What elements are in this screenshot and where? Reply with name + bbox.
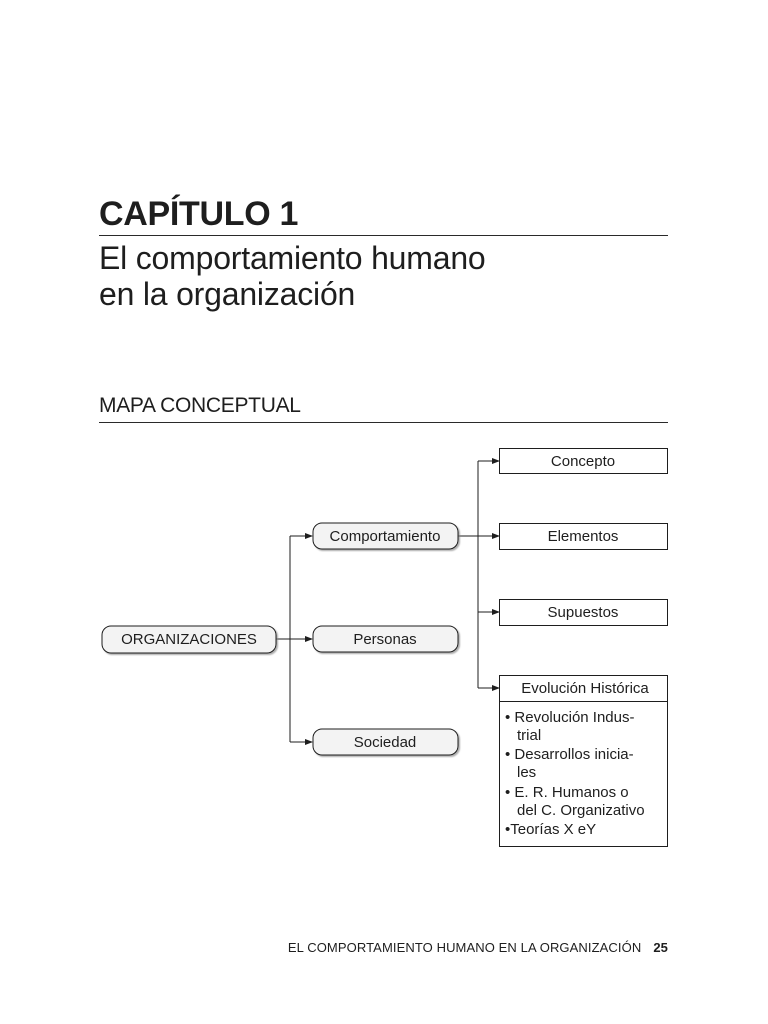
historic-item-4-line-1: •Teorías X eY — [505, 821, 596, 838]
node-concepto: Concepto — [499, 448, 668, 474]
chapter-title-line-2: en la organización — [99, 276, 356, 312]
section-rule — [99, 422, 668, 423]
node-organizaciones-label: ORGANIZACIONES — [121, 631, 257, 648]
connectors-comportamiento — [458, 458, 500, 691]
node-comportamiento-label: Comportamiento — [330, 528, 441, 545]
chapter-title-line-1: El comportamiento humano — [99, 240, 486, 276]
historic-item-3-line-1: • E. R. Humanos o — [505, 784, 629, 801]
node-organizaciones: ORGANIZACIONES — [101, 625, 277, 654]
node-sociedad: Sociedad — [312, 728, 459, 756]
historic-list-box: • Revolución Indus- trial • Desarrollos … — [499, 701, 668, 847]
chapter-rule — [99, 235, 668, 236]
historic-item-2-line-2: les — [517, 764, 536, 781]
chapter-label: CAPÍTULO 1 — [99, 195, 299, 233]
node-sociedad-label: Sociedad — [354, 734, 417, 751]
node-elementos-label: Elementos — [548, 528, 619, 545]
page-number: 25 — [653, 940, 668, 955]
node-supuestos: Supuestos — [499, 599, 668, 626]
node-personas-label: Personas — [353, 631, 416, 648]
chapter-title: El comportamiento humano en la organizac… — [99, 240, 486, 312]
historic-item-3-line-2: del C. Organizativo — [517, 802, 645, 819]
node-supuestos-label: Supuestos — [548, 604, 619, 621]
node-evolucion-historica: Evolución Histórica — [499, 675, 668, 702]
node-elementos: Elementos — [499, 523, 668, 550]
historic-item-1-line-1: • Revolución Indus- — [505, 709, 635, 726]
historic-item-2-line-1: • Desarrollos inicia- — [505, 746, 634, 763]
node-comportamiento: Comportamiento — [312, 522, 459, 550]
page-footer: EL COMPORTAMIENTO HUMANO EN LA ORGANIZAC… — [288, 940, 668, 955]
connectors-root — [276, 533, 313, 745]
running-title: EL COMPORTAMIENTO HUMANO EN LA ORGANIZAC… — [287, 940, 642, 955]
section-title: MAPA CONCEPTUAL — [99, 394, 301, 417]
node-concepto-label: Concepto — [551, 453, 615, 470]
historic-item-1-line-2: trial — [517, 727, 541, 744]
node-personas: Personas — [312, 625, 459, 653]
node-evolucion-historica-label: Evolución Histórica — [521, 680, 649, 697]
